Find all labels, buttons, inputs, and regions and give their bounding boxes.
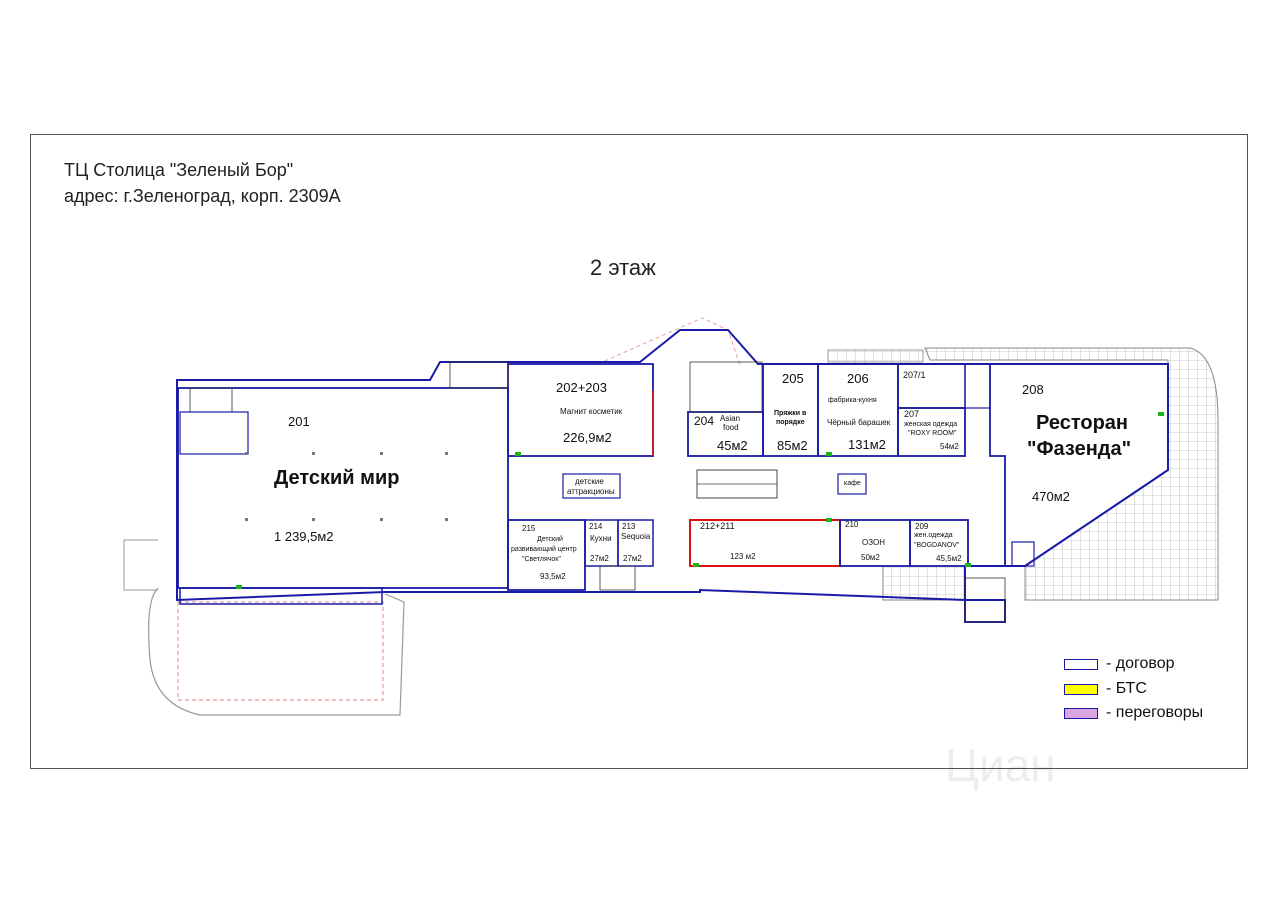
legend-swatch-contract (1064, 658, 1098, 670)
unit-206-tenant-1: фабрика-кухня (828, 397, 877, 404)
unit-206-tenant-2: Чёрный барашек (827, 418, 891, 427)
lift-right (1011, 541, 1035, 567)
unit-215-tenant-1: Детский (537, 536, 563, 543)
unit-208-area: 470м2 (1032, 489, 1070, 504)
unit-207-area: 54м2 (940, 442, 959, 451)
unit-214-number: 214 (589, 522, 603, 531)
unit-215-tenant-3: "Светлячок" (522, 556, 561, 563)
unit-212-number: 212+211 (700, 521, 735, 531)
unit-213-area: 27м2 (623, 554, 642, 563)
unit-213-number: 213 (622, 522, 636, 531)
unit-204-number: 204 (694, 414, 715, 428)
wc-block (689, 361, 763, 413)
unit-215-area: 93,5м2 (540, 572, 566, 581)
unit-213-tenant: Sequoia (621, 532, 651, 541)
legend-label-negotiations: - переговоры (1106, 704, 1204, 721)
unit-204-area: 45м2 (717, 438, 748, 453)
legend-label-bts: - БТС (1106, 680, 1147, 697)
unit-215-number: 215 (522, 524, 536, 533)
lower-annex-dashed (177, 601, 384, 701)
terrace-strip (827, 349, 924, 363)
facade-windows (179, 587, 383, 605)
mall-address: адрес: г.Зеленоград, корп. 2309А (64, 186, 341, 206)
legend-negotiations: - переговоры (1064, 704, 1203, 722)
floor-label: 2 этаж (590, 255, 656, 280)
exit-stair (964, 577, 1006, 623)
legend-swatch-negotiations (1064, 707, 1098, 719)
unit-210-tenant: ОЗОН (862, 538, 885, 547)
terrace-area (924, 347, 1219, 601)
kiosk-cafe (837, 473, 867, 495)
unit-205-tenant-2: порядке (776, 419, 805, 426)
unit-205-number: 205 (782, 371, 804, 386)
unit-209-tenant-1: жен.одежда (914, 532, 953, 539)
mall-title: ТЦ Столица "Зеленый Бор" (64, 160, 294, 180)
unit-209 (909, 519, 969, 567)
unit-210-number: 210 (845, 520, 859, 529)
markers (236, 412, 1164, 589)
drawing-frame (30, 134, 1248, 769)
legend-contract: - договор (1064, 655, 1175, 673)
unit-207-number: 207 (904, 409, 920, 419)
unit-206-area: 131м2 (848, 437, 886, 452)
legend-swatch-bts (1064, 683, 1098, 695)
attractions-label-1: детские (575, 477, 604, 486)
unit-201-number: 201 (288, 414, 310, 429)
unit-205-tenant-1: Пряжки в (774, 410, 807, 417)
unit-202-area: 226,9м2 (563, 430, 612, 445)
unit-213 (617, 519, 654, 567)
terrace-lower (882, 565, 966, 601)
upper-gallery (597, 317, 741, 366)
stair-202 (449, 361, 509, 389)
unit-208-tenant-2: "Фазенда" (1027, 438, 1132, 460)
unit-209-number: 209 (915, 522, 929, 531)
cafe-label: кафе (844, 480, 861, 487)
unit-201-tenant: Детский мир (274, 467, 400, 489)
stair-left-2 (179, 411, 249, 455)
unit-207 (897, 407, 966, 457)
unit-210-area: 50м2 (861, 553, 880, 562)
unit-207-1-number: 207/1 (903, 370, 926, 380)
unit-208-number: 208 (1022, 382, 1044, 397)
unit-204-tenant-2: food (723, 423, 739, 432)
unit-209-area: 45,5м2 (936, 554, 962, 563)
watermark: Циан (945, 739, 1056, 791)
unit-206-number: 206 (847, 371, 869, 386)
unit-214-area: 27м2 (590, 554, 609, 563)
unit-204-tenant-1: Asian (720, 414, 741, 423)
unit-209-tenant-2: "BOGDANOV" (914, 542, 960, 549)
unit-212-area: 123 м2 (730, 552, 756, 561)
unit-214-tenant: Кухни (590, 534, 612, 543)
stair-left (189, 387, 233, 413)
stair-214 (599, 565, 636, 591)
unit-207-tenant-1: женская одежда (904, 421, 958, 428)
unit-208-tenant-1: Ресторан (1036, 412, 1128, 434)
unit-215-tenant-2: развивающий центр (511, 546, 577, 553)
service-room (964, 363, 991, 409)
lower-annex-outline (148, 587, 405, 716)
left-entrance-outline (123, 539, 158, 591)
kiosk-attractions (562, 473, 621, 499)
attractions-label-2: аттракционы (567, 487, 615, 496)
unit-205-area: 85м2 (777, 438, 808, 453)
unit-201-area: 1 239,5м2 (274, 529, 334, 544)
legend-bts: - БТС (1064, 680, 1147, 698)
unit-202-tenant: Магнит косметик (560, 407, 623, 416)
unit-202-number: 202+203 (556, 380, 607, 395)
unit-207-tenant-2: "ROXY ROOM" (908, 430, 957, 437)
legend-label-contract: - договор (1106, 655, 1175, 672)
columns (245, 452, 448, 521)
